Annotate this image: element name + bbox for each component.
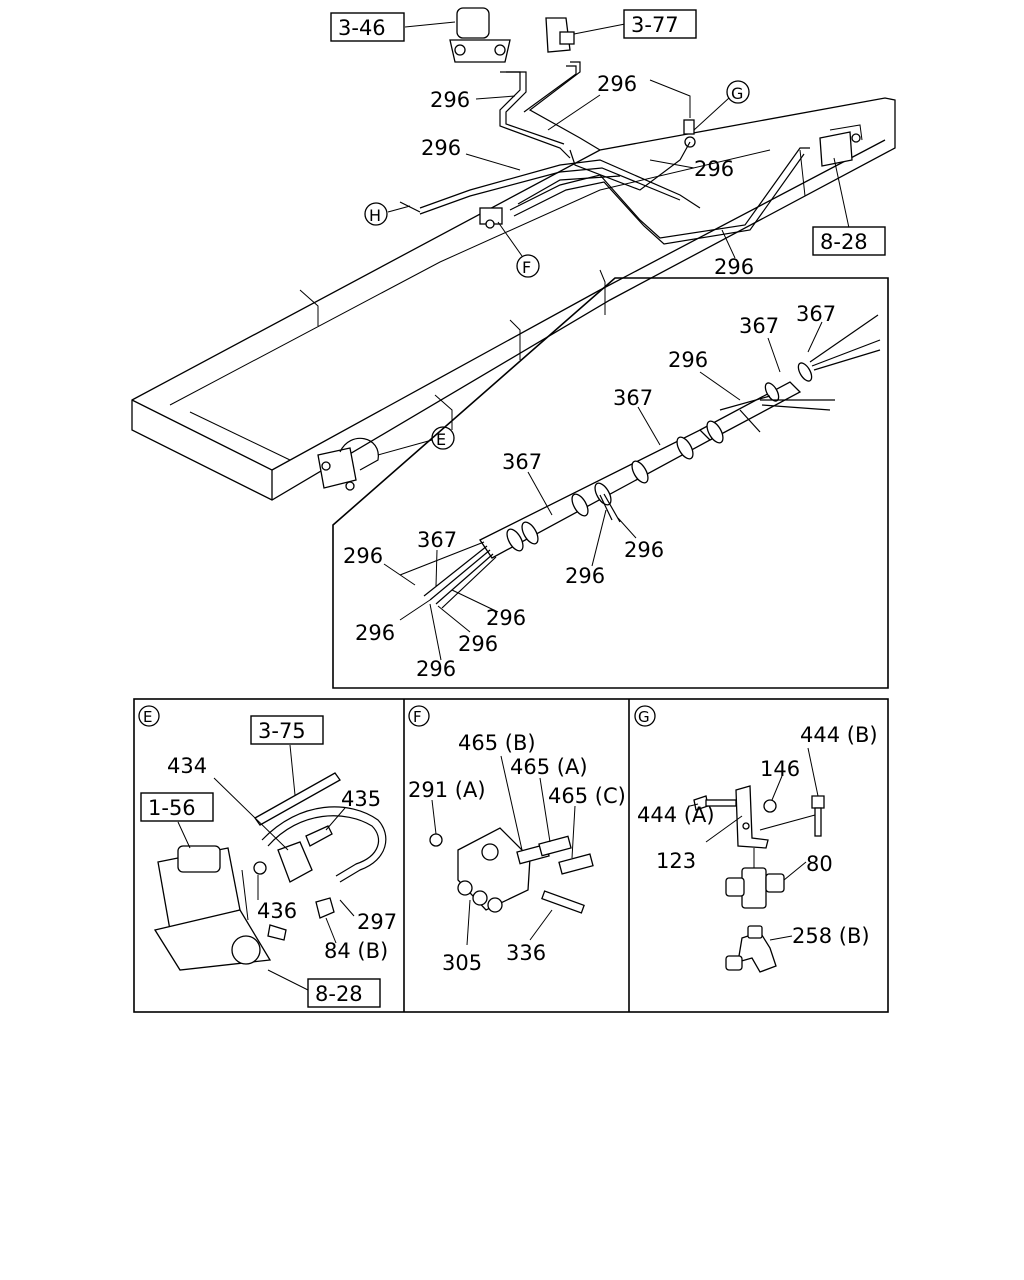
- panel-e: E 3-75 1-56 8-28 434 435 436 297 8: [138, 705, 397, 1008]
- callout-f-letter: F: [522, 258, 531, 277]
- label-296-top-e: 296: [714, 255, 754, 279]
- panel-e-title-circle: [138, 705, 160, 727]
- label-84b: 84 (B): [324, 939, 388, 963]
- callout-g-letter: G: [731, 84, 743, 103]
- label-367-e: 367: [417, 528, 457, 552]
- label-367-d: 367: [502, 450, 542, 474]
- pipe-runs: [399, 61, 810, 245]
- bundle-leaders: [383, 321, 823, 661]
- label-444b: 444 (B): [800, 723, 878, 747]
- panel-g-title-circle: [634, 705, 656, 727]
- label-296-b-a: 296: [668, 348, 708, 372]
- label-80: 80: [806, 852, 833, 876]
- panel-g-title: G: [638, 708, 650, 726]
- bracket-8-28-part: [819, 131, 861, 167]
- label-297: 297: [357, 910, 397, 934]
- valve-f-part: [479, 207, 503, 229]
- ref-box-3-75: [250, 715, 324, 745]
- ref-label-3-46: 3-46: [338, 16, 386, 40]
- panel-g: G 444 (B) 146 444 (A) 123 80 258 (B): [634, 705, 878, 973]
- label-465b: 465 (B): [458, 731, 536, 755]
- label-296-b-g: 296: [458, 632, 498, 656]
- callout-f-circle: [516, 254, 540, 278]
- label-465a: 465 (A): [510, 755, 588, 779]
- label-434: 434: [167, 754, 207, 778]
- label-296-top-d: 296: [694, 157, 734, 181]
- ref-label-3-77: 3-77: [631, 13, 679, 37]
- label-146: 146: [760, 757, 800, 781]
- label-296-b-h: 296: [416, 657, 456, 681]
- ref-label-3-75: 3-75: [258, 719, 306, 743]
- hose-bundle: [399, 314, 881, 609]
- label-435: 435: [341, 787, 381, 811]
- label-367-c: 367: [613, 386, 653, 410]
- label-296-b-e: 296: [486, 606, 526, 630]
- label-291a: 291 (A): [408, 778, 486, 802]
- callout-g-circle: [726, 80, 750, 104]
- detail-panels-border: [133, 698, 889, 1013]
- label-258b: 258 (B): [792, 924, 870, 948]
- bundle-panel-border: [332, 277, 889, 689]
- panel-f-title-circle: [408, 705, 430, 727]
- ref-label-8-28-e: 8-28: [315, 982, 363, 1006]
- panel-f-title: F: [413, 708, 422, 726]
- ref-box-8-28-e: [307, 978, 381, 1008]
- ref-box-8-28-top: [812, 226, 886, 256]
- label-367-b: 367: [796, 302, 836, 326]
- label-296-b-d: 296: [565, 564, 605, 588]
- ref-box-1-56: [140, 792, 214, 822]
- top-leaders: [377, 21, 850, 456]
- valve-3-77-part: [545, 17, 575, 53]
- label-123: 123: [656, 849, 696, 873]
- label-367-a: 367: [739, 314, 779, 338]
- label-444a: 444 (A): [637, 803, 715, 827]
- air-dryer-part: [449, 7, 511, 63]
- label-296-b-b: 296: [343, 544, 383, 568]
- panel-e-title: E: [143, 708, 152, 726]
- callout-h-letter: H: [369, 206, 381, 225]
- label-296-top-c: 296: [421, 136, 461, 160]
- label-296-b-f: 296: [355, 621, 395, 645]
- valve-e-part: [317, 437, 379, 491]
- label-465c: 465 (C): [548, 784, 626, 808]
- ref-box-3-46: [330, 12, 405, 42]
- ref-label-8-28-top: 8-28: [820, 230, 868, 254]
- ref-box-3-77: [623, 9, 697, 39]
- label-336: 336: [506, 941, 546, 965]
- chassis-frame: [131, 79, 896, 501]
- ref-label-1-56: 1-56: [148, 796, 196, 820]
- label-296-top-b: 296: [597, 72, 637, 96]
- callout-e-letter: E: [436, 430, 446, 449]
- callout-h-circle: [364, 202, 388, 226]
- label-436: 436: [257, 899, 297, 923]
- label-296-b-c: 296: [624, 538, 664, 562]
- label-296-top-a: 296: [430, 88, 470, 112]
- label-305: 305: [442, 951, 482, 975]
- panel-f: F 465 (B) 465 (A) 465 (C) 291 (A) 305 33…: [408, 705, 626, 975]
